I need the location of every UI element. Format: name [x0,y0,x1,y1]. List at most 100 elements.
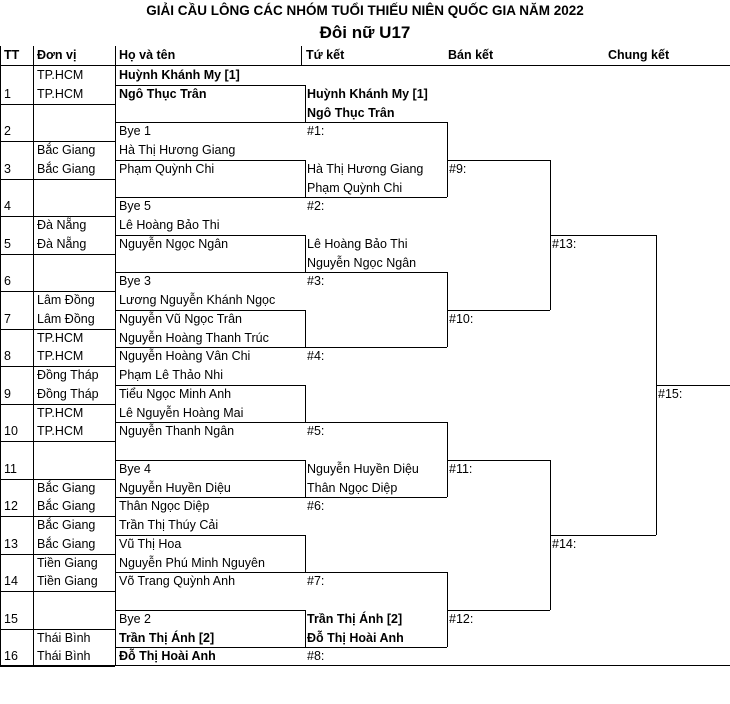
entry-number: 7 [4,311,11,326]
qf-bracket-bottom [305,497,447,499]
qf-bracket-bottom [305,197,447,199]
entry-number: 12 [4,499,18,514]
header-underline [0,65,730,66]
player-name: Trần Thị Ánh [2] [119,630,215,645]
player-name: Lương Nguyễn Khánh Ngọc [119,293,276,307]
player-name: Nguyễn Ngọc Ngân [119,236,229,251]
r1-bracket-bottom [115,272,305,274]
entry-unit: Đồng Tháp [37,386,99,401]
match-label: #3: [307,274,325,289]
r1-bracket-bottom [115,647,305,649]
qf-winner-name: Hà Thị Hương Giang [307,161,424,176]
qf-bracket-bottom [305,647,447,649]
entry-unit: Đồng Tháp [37,368,99,382]
r1-bracket-vertical [305,309,306,348]
entry-separator [0,441,115,442]
r1-bracket-bottom [115,347,305,349]
match-label: #14: [552,536,577,551]
entry-unit: Bắc Giang [37,499,96,514]
player-name: Phạm Quỳnh Chi [119,161,215,176]
r1-bracket-vertical [305,534,306,573]
qf-winner-name: Phạm Quỳnh Chi [307,180,403,195]
r1-bracket-vertical [305,459,306,498]
entry-separator [0,328,115,330]
column-divider [0,46,1,665]
player-name: Bye 1 [119,124,151,139]
header-tu-ket: Tứ kết [306,48,345,62]
entry-unit: Đà Nẵng [37,236,87,251]
entry-unit: TP.HCM [37,349,84,364]
entry-unit: Thái Bình [37,630,91,645]
r1-bracket-bottom [115,572,305,574]
match-label: #5: [307,424,325,439]
entry-number: 13 [4,536,18,551]
sf-bracket-bottom [447,609,550,611]
entry-unit: Bắc Giang [37,161,96,176]
entry-number: 11 [4,461,17,476]
entry-unit: TP.HCM [37,68,84,82]
r1-bracket-top [115,234,305,236]
final-bracket-top [550,234,656,236]
entry-separator [0,628,115,630]
match-label: #7: [307,574,325,589]
entry-number: 15 [4,611,18,626]
player-name: Hà Thị Hương Giang [119,143,236,157]
entry-separator [0,553,115,555]
table-bottom-line [0,665,730,666]
entry-separator [0,253,115,255]
entry-unit: TP.HCM [37,424,84,439]
entry-number: 8 [4,349,11,364]
event-subtitle: Đôi nữ U17 [319,23,411,42]
qf-bracket-top [305,422,447,424]
r1-bracket-top [115,534,305,536]
entry-unit: Thái Bình [37,649,91,664]
player-name: Trần Thị Thúy Cải [119,518,219,532]
entry-unit: TP.HCM [37,86,84,101]
player-name: Nguyễn Thanh Ngân [119,424,235,439]
final-bracket-bottom [550,534,656,536]
entry-number: 1 [4,86,11,101]
match-label: #2: [307,199,325,214]
entry-number: 6 [4,274,11,289]
match-label: #13: [552,236,577,251]
player-name: Vũ Thị Hoa [119,536,182,551]
player-name: Nguyễn Phú Minh Nguyên [119,555,265,570]
entry-separator [0,141,115,142]
entry-number: 14 [4,574,18,589]
header-chung-ket: Chung kết [608,48,670,62]
entry-unit: Bắc Giang [37,536,96,551]
match-label: #1: [307,124,325,139]
entry-separator [0,103,115,105]
match-label: #10: [449,311,474,326]
player-name: Nguyễn Hoàng Thanh Trúc [119,330,269,345]
player-name: Phạm Lê Thảo Nhi [119,368,223,382]
r1-bracket-top [115,384,305,386]
player-name: Nguyễn Hoàng Vân Chi [119,349,251,364]
entry-separator [0,403,115,405]
entry-unit: Bắc Giang [37,518,96,532]
entry-unit: Lâm Đồng [37,311,95,326]
match-label: #8: [307,649,325,664]
player-name: Nguyễn Vũ Ngọc Trân [119,311,242,326]
r1-bracket-top [115,609,305,611]
qf-winner-name: Thân Ngọc Diệp [307,480,398,495]
entry-separator [0,366,115,367]
player-name: Lê Hoàng Bảo Thi [119,218,220,232]
header-tt: TT [4,48,20,62]
entry-number: 2 [4,124,11,139]
entry-number: 16 [4,649,18,664]
r1-bracket-vertical [305,384,306,423]
qf-winner-name: Ngô Thục Trân [307,105,395,120]
player-name: Bye 3 [119,274,151,289]
player-name: Bye 2 [119,611,151,626]
entry-separator [0,216,115,217]
column-divider [33,46,34,665]
match-label: #9: [449,161,467,176]
tournament-title: GIẢI CẦU LÔNG CÁC NHÓM TUỔI THIẾU NIÊN Q… [146,3,584,18]
player-name: Tiểu Ngọc Minh Anh [119,386,232,401]
player-name: Ngô Thục Trân [119,86,207,101]
player-name: Bye 4 [119,461,151,476]
header-ho-ten: Họ và tên [119,48,176,62]
player-name: Đỗ Thị Hoài Anh [119,649,216,664]
sf-bracket-top [447,159,550,161]
